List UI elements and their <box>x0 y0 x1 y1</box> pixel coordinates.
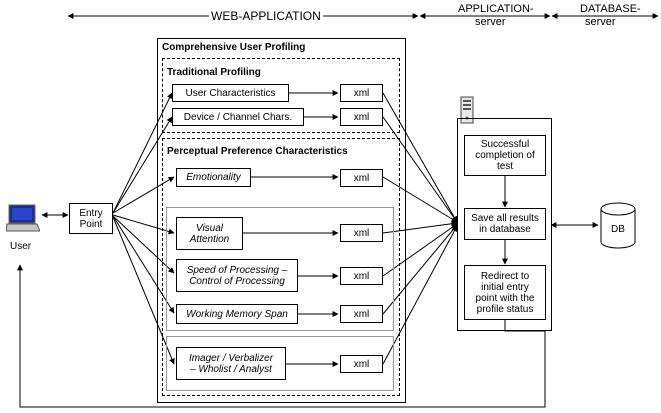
working-memory-box: Working Memory Span <box>176 304 298 324</box>
laptop-icon <box>5 203 41 233</box>
imager-line1: Imager / Verbalizer <box>188 352 274 364</box>
cognitive-group <box>166 207 394 331</box>
device-channel-box: Device / Channel Chars. <box>172 108 304 126</box>
visual-attention-box: Visual Attention <box>176 217 243 250</box>
step3-line4: profile status <box>476 303 534 315</box>
xml-box: xml <box>340 305 383 323</box>
user-label: User <box>10 241 32 252</box>
xml-box: xml <box>340 84 383 102</box>
speed-of-processing-box: Speed of Processing – Control of Process… <box>176 259 298 292</box>
web-application-label: WEB-APPLICATION <box>209 9 323 23</box>
xml-box: xml <box>340 224 383 242</box>
database-icon <box>600 202 636 250</box>
perceptual-preference-title: Perceptual Preference Characteristics <box>167 146 348 157</box>
step2-line1: Save all results <box>471 213 539 224</box>
step1-line2: completion of <box>475 150 535 161</box>
user-characteristics-box: User Characteristics <box>172 84 289 102</box>
cognitive-style-group <box>166 336 394 391</box>
step1-line1: Successful <box>480 139 530 150</box>
comprehensive-profiling-title: Comprehensive User Profiling <box>162 42 306 53</box>
entry-point-box: Entry Point <box>69 203 113 234</box>
speed-processing-line1: Speed of Processing – <box>186 264 288 276</box>
application-server-label-line1: APPLICATION- <box>458 3 534 15</box>
step3-line2: initial entry <box>481 281 529 293</box>
visual-attention-line1: Visual <box>195 222 224 234</box>
redirect-box: Redirect to initial entry point with the… <box>464 265 546 320</box>
entry-point-line2: Point <box>79 218 103 230</box>
traditional-profiling-group <box>162 58 400 133</box>
step3-line3: point with the <box>475 292 535 304</box>
imager-verbalizer-box: Imager / Verbalizer – Wholist / Analyst <box>176 347 286 380</box>
test-completion-box: Successful completion of test <box>464 135 546 176</box>
visual-attention-line2: Attention <box>189 233 230 245</box>
xml-box: xml <box>340 108 383 126</box>
db-label: DB <box>611 224 625 235</box>
imager-line2: – Wholist / Analyst <box>190 363 272 375</box>
step1-line3: test <box>496 161 514 172</box>
comprehensive-profiling-container <box>157 38 406 403</box>
emotionality-box: Emotionality <box>176 168 251 187</box>
xml-box: xml <box>340 355 383 373</box>
xml-box: xml <box>340 169 383 187</box>
step2-line2: in database <box>479 224 531 235</box>
speed-processing-line2: Control of Processing <box>189 275 285 287</box>
step3-line1: Redirect to <box>480 270 530 282</box>
entry-point-line1: Entry <box>79 207 103 219</box>
application-server-container <box>457 118 552 331</box>
save-results-box: Save all results in database <box>464 208 546 240</box>
application-server-label-line2: server <box>475 16 506 28</box>
database-server-label-line1: DATABASE- <box>580 3 641 15</box>
xml-box: xml <box>340 267 383 285</box>
database-server-label-line2: server <box>585 16 616 28</box>
traditional-profiling-title: Traditional Profiling <box>167 67 261 78</box>
perceptual-preference-group <box>162 138 400 396</box>
